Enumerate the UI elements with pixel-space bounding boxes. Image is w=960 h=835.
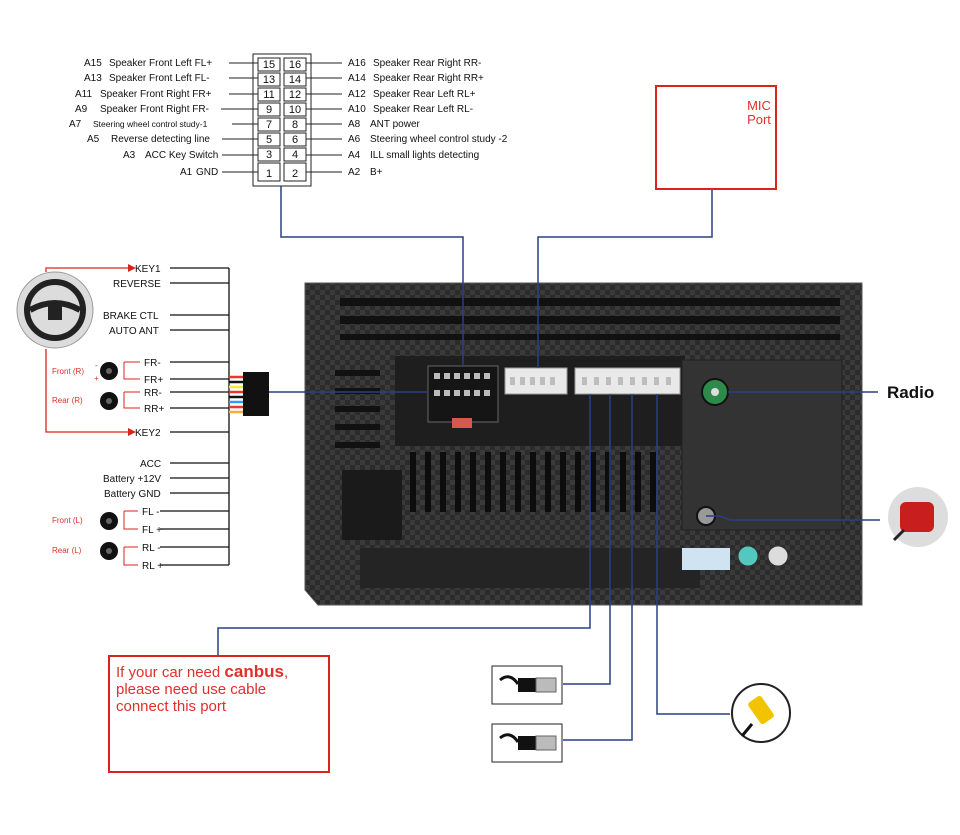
- wire-fr-plus: FR+: [144, 375, 163, 386]
- wire-rr-plus: RR+: [144, 404, 164, 415]
- wire-key2: KEY2: [135, 428, 161, 439]
- pin-id-a8: A8: [348, 119, 361, 130]
- pin-label-a12: Speaker Rear Left RL+: [373, 89, 476, 100]
- mic-port-box: MIC Port: [655, 85, 777, 190]
- usb-cable-1: [491, 665, 563, 705]
- pin-1: 1: [266, 168, 272, 180]
- pin-id-a16: A16: [348, 58, 366, 69]
- pin-label-a10: Speaker Rear Left RL-: [373, 104, 473, 115]
- pin-id-a12: A12: [348, 89, 366, 100]
- canbus-text: If your car need canbus, please need use…: [116, 663, 288, 715]
- pin-label-a16: Speaker Rear Right RR-: [373, 58, 481, 69]
- pin-label-a1: GND: [196, 167, 218, 178]
- canbus-line3: connect this port: [116, 698, 227, 715]
- pin-label-a4: ILL small lights detecting: [370, 150, 479, 161]
- pin-id-a4: A4: [348, 150, 361, 161]
- pin-id-a6: A6: [348, 134, 361, 145]
- pin-label-a3: ACC Key Switch: [145, 150, 218, 161]
- pin-id-a1: A1: [180, 167, 193, 178]
- pin-id-a15: A15: [84, 58, 102, 69]
- pin-id-a10: A10: [348, 104, 366, 115]
- pin-label-a6: Steering wheel control study -2: [370, 134, 508, 145]
- white-connectors: [504, 367, 681, 395]
- pin-label-a15: Speaker Front Left FL+: [109, 58, 212, 69]
- speaker-minus: -: [95, 361, 98, 370]
- pin-2: 2: [292, 168, 298, 180]
- pin-label-a11: Speaker Front Right FR+: [100, 89, 212, 100]
- pin-label-a2: B+: [370, 167, 383, 178]
- wire-reverse: REVERSE: [113, 279, 161, 290]
- wire-battery-gnd: Battery GND: [104, 489, 161, 500]
- canbus-line1-bold: canbus: [224, 662, 284, 681]
- canbus-line1-pre: If your car need: [116, 664, 225, 681]
- canbus-line2: please need use cable: [116, 681, 267, 698]
- pin-id-a9: A9: [75, 104, 88, 115]
- speaker-plus: +: [94, 374, 99, 383]
- radio-label: Radio: [887, 383, 934, 402]
- speaker-icons: [100, 362, 118, 560]
- pin-label-a14: Speaker Rear Right RR+: [373, 73, 484, 84]
- wire-acc: ACC: [140, 459, 161, 470]
- canbus-notice: If your car need canbus, please need use…: [108, 655, 330, 773]
- speaker-front-r: Front (R): [52, 367, 84, 376]
- pin-3: 3: [266, 149, 272, 161]
- pin-id-a7: A7: [69, 119, 82, 130]
- wire-fl-plus: FL +: [142, 525, 162, 536]
- pin-8: 8: [292, 119, 298, 131]
- pin-id-a13: A13: [84, 73, 102, 84]
- speaker-front-l: Front (L): [52, 516, 83, 525]
- mic-port-label: MIC Port: [747, 98, 771, 127]
- wire-brake: BRAKE CTL: [103, 311, 159, 322]
- pin-14: 14: [289, 74, 301, 86]
- pin-label-a5: Reverse detecting line: [111, 134, 210, 145]
- pin-11: 11: [263, 89, 274, 101]
- wire-fr-minus: FR-: [144, 358, 161, 369]
- wire-rl-minus: RL -: [142, 543, 161, 554]
- pin-15: 15: [263, 59, 275, 71]
- pin-harness-table: 15 13 11 9 7 5 3 1 16 14 12 10 8 6 4 2 A…: [69, 53, 508, 187]
- pin-13: 13: [263, 74, 275, 86]
- pin-4: 4: [292, 149, 298, 161]
- pin-9: 9: [266, 104, 272, 116]
- wire-rl-plus: RL +: [142, 561, 163, 572]
- wire-fl-minus: FL -: [142, 507, 159, 518]
- pin-label-a13: Speaker Front Left FL-: [109, 73, 210, 84]
- pin-12: 12: [289, 89, 301, 101]
- wire-battery-12v: Battery +12V: [103, 474, 161, 485]
- pin-label-a9: Speaker Front Right FR-: [100, 104, 209, 115]
- wire-key1: KEY1: [135, 264, 161, 275]
- red-arrows: [45, 267, 128, 433]
- pin-label-a7: Steering wheel control study-1: [93, 119, 208, 129]
- pin-id-a3: A3: [123, 150, 136, 161]
- head-unit: [304, 282, 863, 606]
- usb-cable-2: [491, 723, 563, 763]
- speaker-rear-l: Rear (L): [52, 546, 82, 555]
- pin-10: 10: [289, 104, 301, 116]
- harness-plug: [229, 372, 269, 416]
- pin-id-a5: A5: [87, 134, 100, 145]
- rca-video-cable: [731, 683, 791, 743]
- canbus-line1-post: ,: [283, 664, 289, 681]
- pin-id-a14: A14: [348, 73, 366, 84]
- pin-16: 16: [289, 59, 301, 71]
- pin-id-a2: A2: [348, 167, 361, 178]
- pin-5: 5: [266, 134, 272, 146]
- pin-7: 7: [266, 119, 272, 131]
- pin-id-a11: A11: [75, 89, 92, 100]
- iso-connector: [427, 365, 499, 428]
- pin-label-a8: ANT power: [370, 119, 421, 130]
- blue-wires: [217, 186, 880, 741]
- speaker-rear-r: Rear (R): [52, 396, 83, 405]
- wire-rr-minus: RR-: [144, 388, 162, 399]
- left-harness: [160, 267, 230, 566]
- steering-wheel: [16, 271, 94, 349]
- gps-antenna: [888, 487, 948, 547]
- wire-auto-ant: AUTO ANT: [109, 326, 159, 337]
- pin-6: 6: [292, 134, 298, 146]
